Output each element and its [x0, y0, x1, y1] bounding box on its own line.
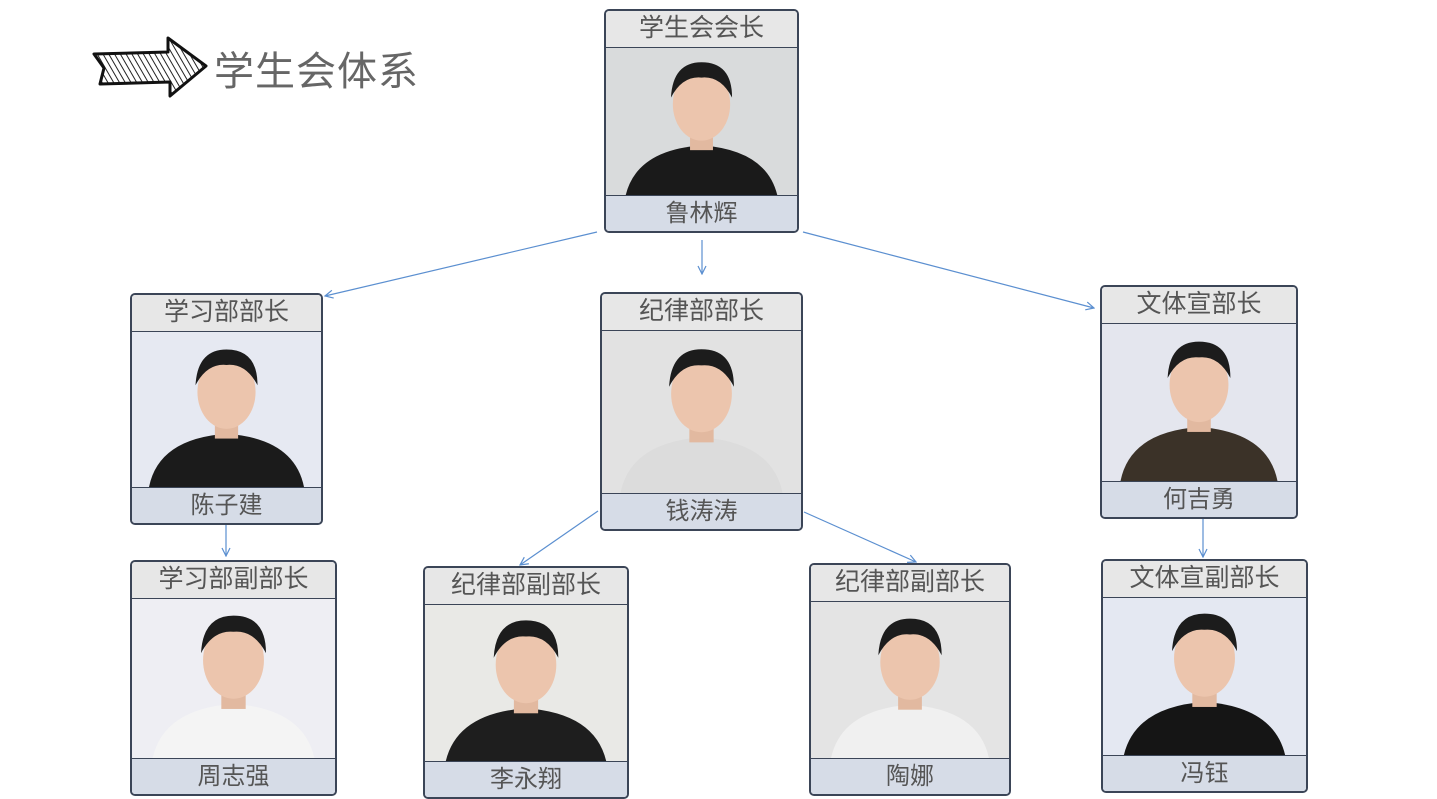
role-label: 纪律部部长 — [602, 294, 801, 331]
member-card: 文体宣部长 何吉勇 — [1100, 285, 1298, 519]
member-card: 纪律部部长 钱涛涛 — [600, 292, 803, 531]
member-photo — [425, 605, 627, 761]
member-name: 陶娜 — [811, 758, 1009, 794]
connector-discipline-deputy1 — [520, 510, 599, 565]
member-photo — [132, 599, 335, 758]
member-card: 文体宣副部长 冯钰 — [1101, 559, 1308, 793]
sketch-arrow-icon — [92, 36, 208, 98]
role-label: 文体宣副部长 — [1103, 561, 1306, 598]
person-silhouette-icon — [620, 349, 783, 493]
member-photo — [811, 602, 1009, 758]
person-silhouette-icon — [1124, 613, 1285, 755]
member-photo — [1102, 324, 1296, 481]
role-label: 学习部部长 — [132, 295, 321, 332]
role-label: 文体宣部长 — [1102, 287, 1296, 324]
person-silhouette-icon — [149, 349, 304, 487]
slide-title: 学生会体系 — [92, 36, 419, 100]
person-silhouette-icon — [625, 62, 778, 195]
person-silhouette-icon — [445, 620, 607, 761]
member-name: 陈子建 — [132, 487, 321, 523]
member-card: 学习部部长 陈子建 — [130, 293, 323, 525]
member-card: 纪律部副部长 陶娜 — [809, 563, 1011, 796]
connector-president-study — [325, 231, 598, 296]
connector-president-culture — [802, 231, 1094, 308]
member-photo — [606, 48, 797, 195]
member-name: 李永翔 — [425, 761, 627, 797]
member-photo — [1103, 598, 1306, 755]
member-card: 学习部副部长 周志强 — [130, 560, 337, 796]
member-name: 钱涛涛 — [602, 493, 801, 529]
member-photo — [602, 331, 801, 493]
role-label: 学生会会长 — [606, 11, 797, 48]
person-silhouette-icon — [1120, 341, 1278, 481]
role-label: 纪律部副部长 — [425, 568, 627, 605]
role-label: 纪律部副部长 — [811, 565, 1009, 602]
person-silhouette-icon — [152, 615, 315, 758]
member-card: 纪律部副部长 李永翔 — [423, 566, 629, 799]
member-name: 何吉勇 — [1102, 481, 1296, 517]
role-label: 学习部副部长 — [132, 562, 335, 599]
member-card: 学生会会长 鲁林辉 — [604, 9, 799, 233]
person-silhouette-icon — [831, 618, 989, 758]
connector-discipline-deputy2 — [803, 511, 916, 562]
member-photo — [132, 332, 321, 487]
title-text: 学生会体系 — [214, 49, 419, 95]
member-name: 鲁林辉 — [606, 195, 797, 231]
member-name: 冯钰 — [1103, 755, 1306, 791]
member-name: 周志强 — [132, 758, 335, 794]
